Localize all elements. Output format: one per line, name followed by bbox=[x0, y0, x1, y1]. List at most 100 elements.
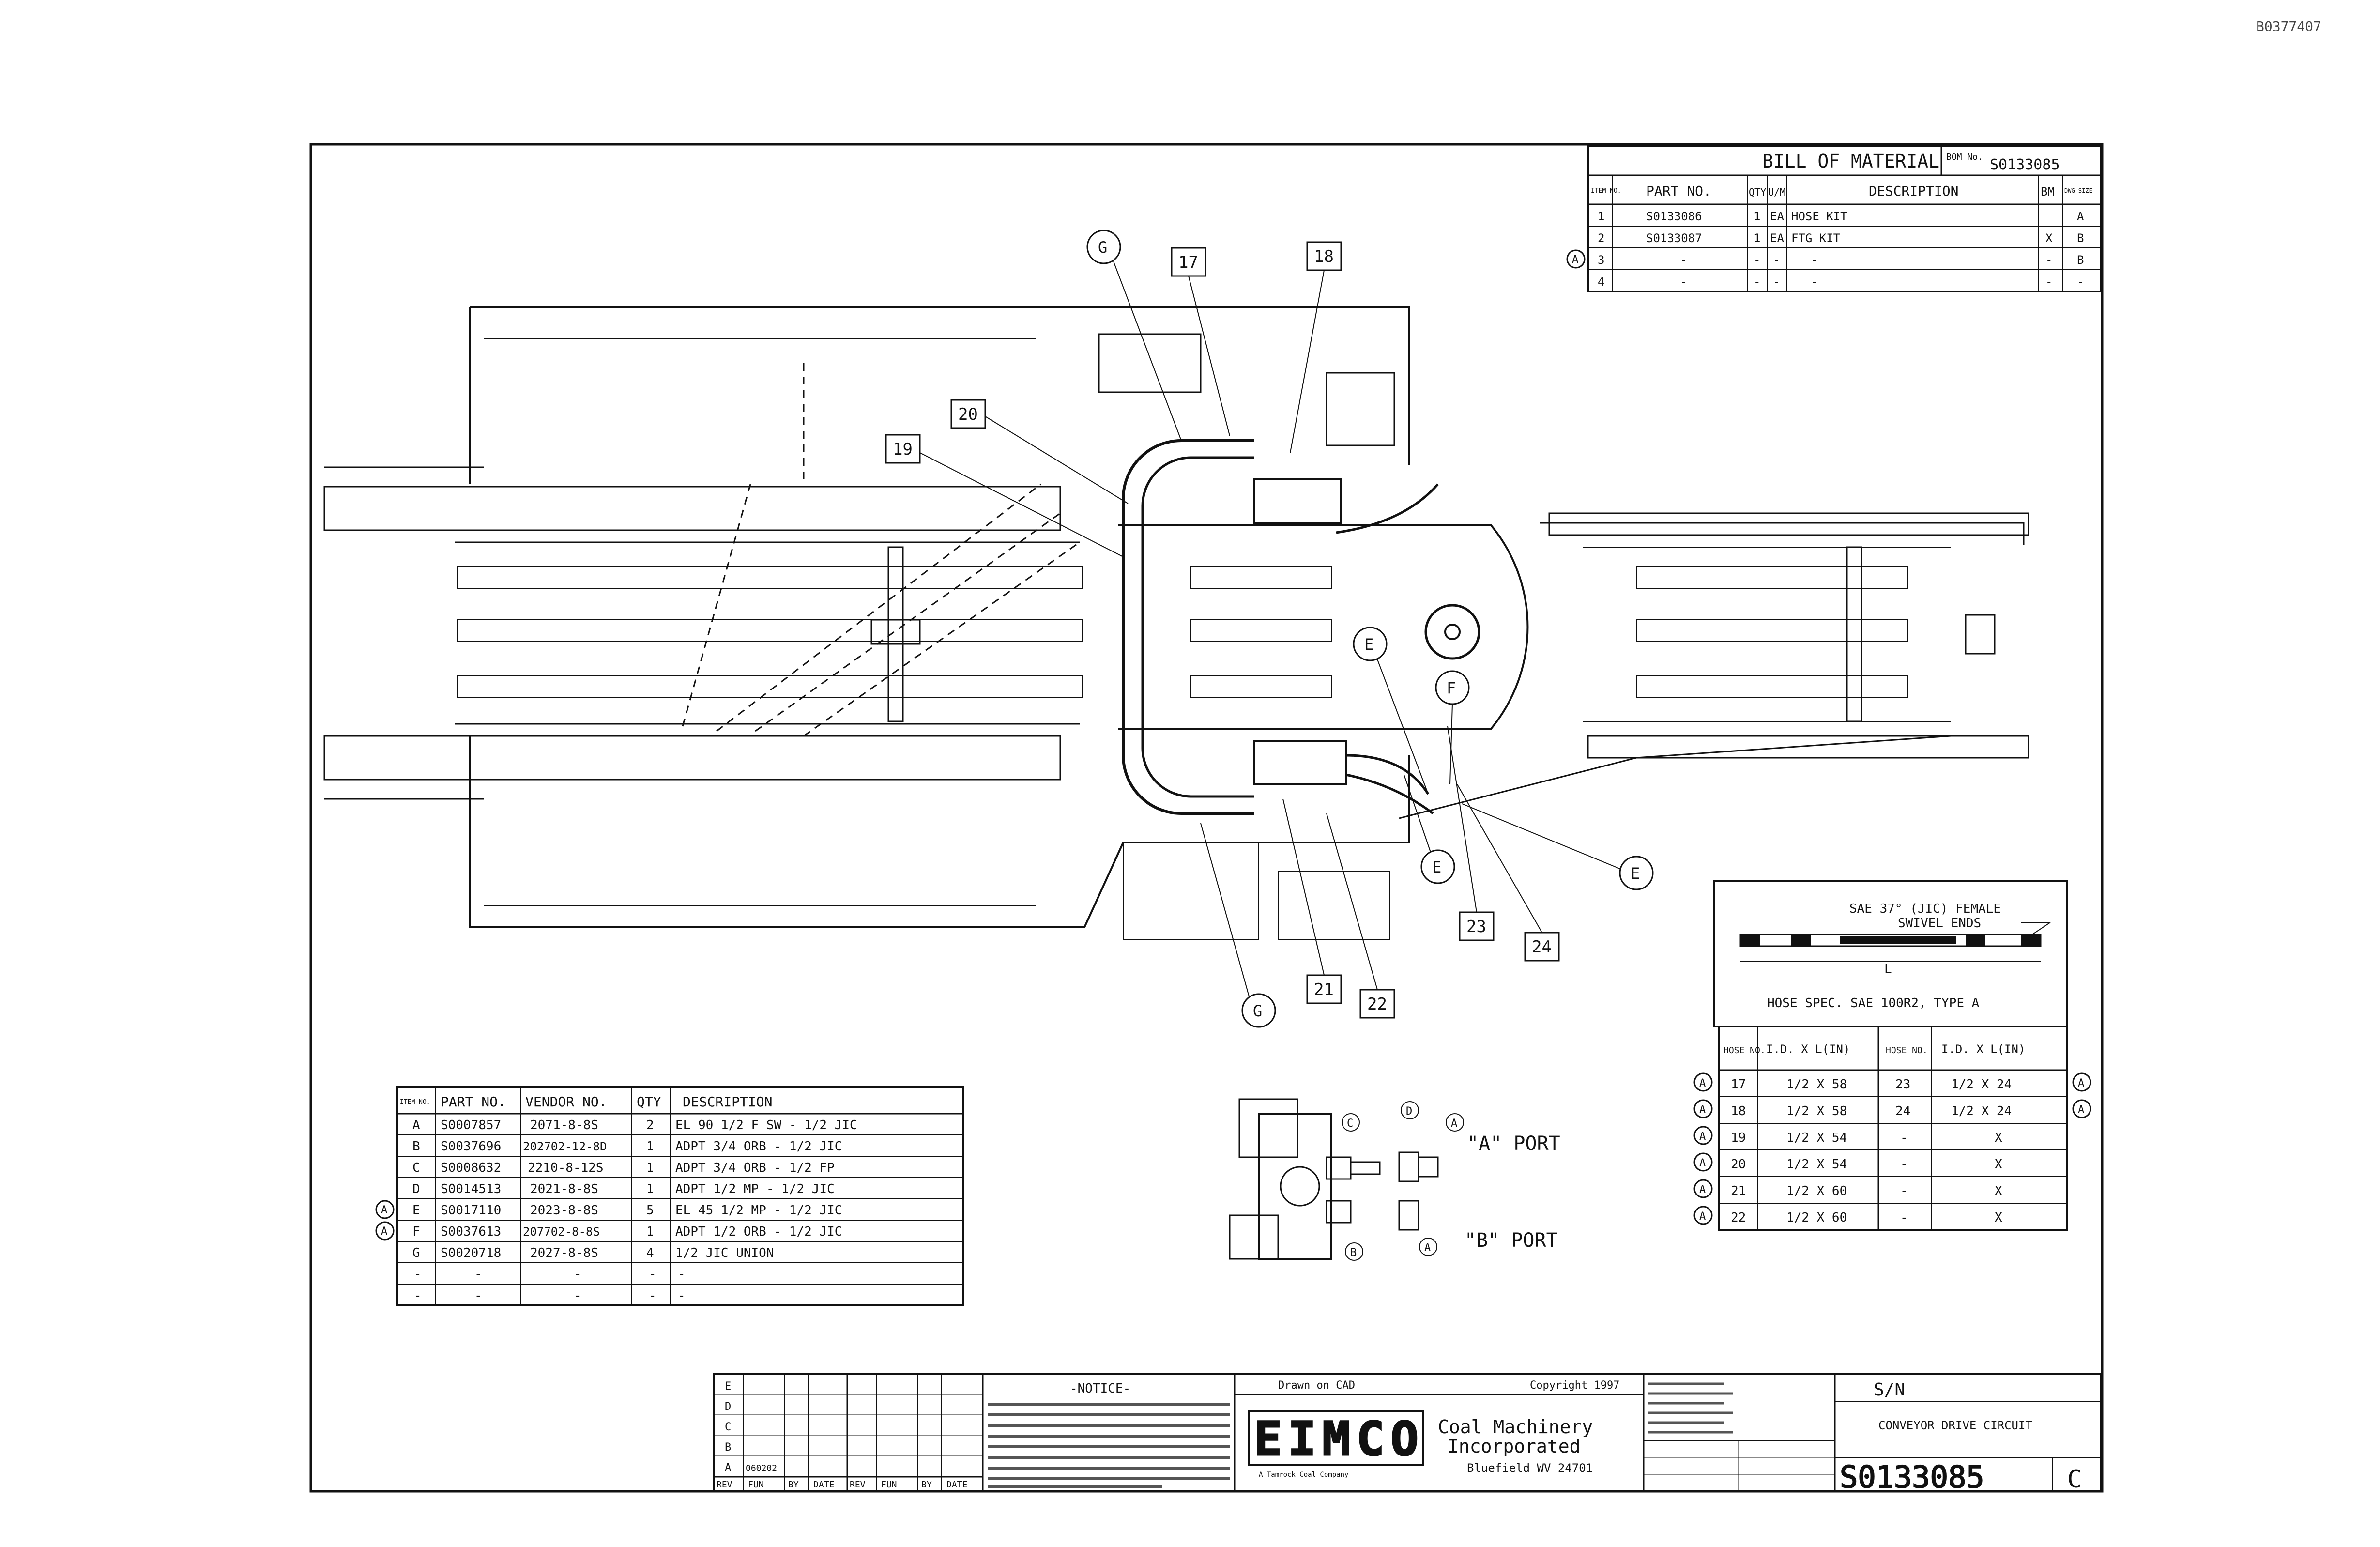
hose-size: X bbox=[1995, 1210, 2002, 1225]
hose-no: 20 bbox=[1731, 1157, 1746, 1172]
hose-callout: 19 bbox=[885, 434, 1124, 557]
rev-header: BY bbox=[921, 1480, 932, 1490]
rev-header: REV bbox=[850, 1480, 866, 1490]
revision-marker bbox=[1693, 1072, 1713, 1092]
bom-number: S0133085 bbox=[1990, 156, 2060, 173]
fitting-item: G bbox=[412, 1246, 420, 1260]
hose-table-header: HOSE NO. bbox=[1886, 1045, 1928, 1056]
bom-row: A 3 - - - - - B bbox=[1566, 249, 2084, 269]
rev-header: FUN bbox=[748, 1480, 764, 1490]
fitting-part: S0020718 bbox=[441, 1246, 501, 1260]
bom-rev: A bbox=[1572, 254, 1578, 266]
hose-spec-label: HOSE SPEC. SAE 100R2, TYPE A bbox=[1767, 996, 1980, 1011]
conveyor-frame-outline bbox=[323, 306, 2029, 940]
bom-header-item: ITEM NO. bbox=[1591, 187, 1621, 195]
hose-table-row: A 19 1/2 X 54 - X bbox=[1693, 1126, 2002, 1145]
bom-item: 1 bbox=[1598, 210, 1604, 223]
fitting-part: - bbox=[474, 1288, 482, 1303]
fitting-qty: 1 bbox=[646, 1225, 654, 1239]
fitting-qty: 1 bbox=[646, 1139, 654, 1154]
fitting-vendor: 2027-8-8S bbox=[530, 1246, 598, 1260]
bom-um: EA bbox=[1770, 231, 1784, 245]
hose-table-row: A 22 1/2 X 60 - X bbox=[1693, 1206, 2002, 1225]
hose-size: 1/2 X 58 bbox=[1786, 1077, 1847, 1092]
fitting-row: A E S0017110 2023-8-8S 5 EL 45 1/2 MP - … bbox=[375, 1200, 842, 1219]
company-logo-text: EIMCO bbox=[1254, 1412, 1419, 1466]
callout-label: E bbox=[1631, 864, 1640, 883]
hose-callout: 18 bbox=[1290, 241, 1342, 453]
bom-um: - bbox=[1773, 275, 1780, 289]
bom-header-part: PART NO. bbox=[1646, 183, 1711, 199]
callout-label: 19 bbox=[893, 440, 913, 459]
hose-no: 18 bbox=[1731, 1104, 1746, 1118]
hose-size: X bbox=[1995, 1131, 2002, 1145]
fitting-part: S0037613 bbox=[441, 1225, 501, 1239]
fitting-callout: F bbox=[1435, 670, 1470, 785]
bom-row: 1 S0133086 1 EA HOSE KIT A bbox=[1598, 210, 2084, 223]
rev-header: BY bbox=[788, 1480, 799, 1490]
bom-bm: - bbox=[2045, 253, 2052, 267]
hose-no: - bbox=[1900, 1157, 1908, 1172]
port-tag-label: C bbox=[1347, 1118, 1353, 1130]
fitting-vendor: 2021-8-8S bbox=[530, 1182, 598, 1196]
bom-desc: - bbox=[1811, 253, 1817, 267]
bom-item: 3 bbox=[1598, 253, 1604, 267]
rev-header: FUN bbox=[881, 1480, 897, 1490]
rev-header: DATE bbox=[813, 1480, 834, 1490]
revision-marker bbox=[2072, 1099, 2091, 1118]
company-name-1: Coal Machinery bbox=[1438, 1416, 1593, 1438]
hose-no: 17 bbox=[1731, 1077, 1746, 1092]
hose-no: 19 bbox=[1731, 1131, 1746, 1145]
bom-part: - bbox=[1680, 275, 1687, 289]
hose-no: - bbox=[1900, 1184, 1908, 1198]
fitting-qty: 2 bbox=[646, 1118, 654, 1133]
fitting-row: G S0020718 2027-8-8S 4 1/2 JIC UNION bbox=[412, 1246, 774, 1260]
rev-entry: 060202 bbox=[746, 1463, 777, 1473]
hose-size: 1/2 X 60 bbox=[1786, 1210, 1847, 1225]
fitting-desc: ADPT 1/2 MP - 1/2 JIC bbox=[675, 1182, 835, 1196]
bom-um: - bbox=[1773, 253, 1780, 267]
hose-no: 22 bbox=[1731, 1210, 1746, 1225]
fitting-qty: 4 bbox=[646, 1246, 654, 1260]
hose-table-row: A 20 1/2 X 54 - X bbox=[1693, 1152, 2002, 1172]
hose-size: X bbox=[1995, 1157, 2002, 1172]
revision-marker bbox=[1693, 1206, 1713, 1225]
port-tag-label: B bbox=[1350, 1247, 1357, 1259]
fitting-item: A bbox=[412, 1118, 420, 1133]
fitting-desc: EL 90 1/2 F SW - 1/2 JIC bbox=[675, 1118, 857, 1133]
fitting-row: B S0037696 202702-12-8D 1 ADPT 3/4 ORB -… bbox=[412, 1139, 842, 1154]
fitting-part: S0008632 bbox=[441, 1161, 501, 1175]
hose-no: 24 bbox=[1895, 1104, 1910, 1118]
copyright: Copyright 1997 bbox=[1530, 1379, 1619, 1392]
hose-size: X bbox=[1995, 1184, 2002, 1198]
hose-table-header: I.D. X L(IN) bbox=[1941, 1042, 2025, 1056]
hose-callout: 17 bbox=[1171, 247, 1230, 436]
drawn-on-cad: Drawn on CAD bbox=[1278, 1379, 1355, 1392]
company-name-2: Incorporated bbox=[1448, 1436, 1581, 1457]
bill-of-material: BILL OF MATERIAL BOM No. S0133085 ITEM N… bbox=[1566, 145, 2102, 292]
fitting-vendor: - bbox=[574, 1288, 581, 1303]
hose-table: HOSE NO. I.D. X L(IN) HOSE NO. I.D. X L(… bbox=[1693, 1026, 2091, 1231]
fitting-item: - bbox=[414, 1267, 422, 1282]
fitting-row: A F S0037613 207702-8-8S 1 ADPT 1/2 ORB … bbox=[375, 1221, 842, 1241]
hose-size: 1/2 X 54 bbox=[1786, 1157, 1847, 1172]
hose-rev: A bbox=[1699, 1157, 1706, 1169]
fitting-vendor: 202702-12-8D bbox=[523, 1140, 607, 1153]
bom-title: BILL OF MATERIAL bbox=[1762, 151, 1939, 172]
bom-qty: 1 bbox=[1754, 210, 1760, 223]
fitting-header: VENDOR NO. bbox=[525, 1094, 607, 1110]
fitting-rev: A bbox=[381, 1204, 387, 1216]
fitting-row: D S0014513 2021-8-8S 1 ADPT 1/2 MP - 1/2… bbox=[412, 1182, 835, 1196]
hose-end-label-2: SWIVEL ENDS bbox=[1898, 916, 1981, 931]
model-sn: S/N bbox=[1874, 1380, 1905, 1400]
fitting-vendor: 2210-8-12S bbox=[528, 1161, 604, 1175]
callout-label: G bbox=[1253, 1002, 1262, 1020]
rev-letter: B bbox=[725, 1441, 731, 1454]
bom-header-bm: BM bbox=[2041, 185, 2055, 199]
hose-size: 1/2 X 24 bbox=[1951, 1077, 2012, 1092]
fitting-desc: 1/2 JIC UNION bbox=[675, 1246, 774, 1260]
fitting-part: S0014513 bbox=[441, 1182, 501, 1196]
bom-qty: - bbox=[1754, 253, 1760, 267]
fitting-callout: G bbox=[1200, 823, 1276, 1028]
a-port-label: "A" PORT bbox=[1467, 1133, 1560, 1155]
